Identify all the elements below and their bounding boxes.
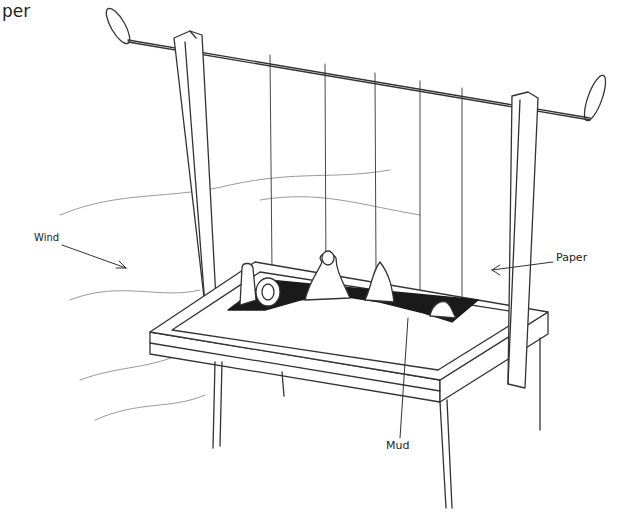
- hanging-strings: [270, 55, 462, 300]
- leader-lines: [62, 245, 553, 438]
- wind-label: Wind: [34, 232, 59, 243]
- tray: [150, 262, 548, 402]
- test-objects: [240, 251, 456, 318]
- legs: [213, 338, 540, 508]
- right-post: [508, 92, 538, 388]
- cut-off-label: per: [2, 2, 30, 21]
- paper-label: Paper: [556, 252, 587, 264]
- mud-label: Mud: [386, 440, 409, 452]
- left-post: [174, 31, 216, 306]
